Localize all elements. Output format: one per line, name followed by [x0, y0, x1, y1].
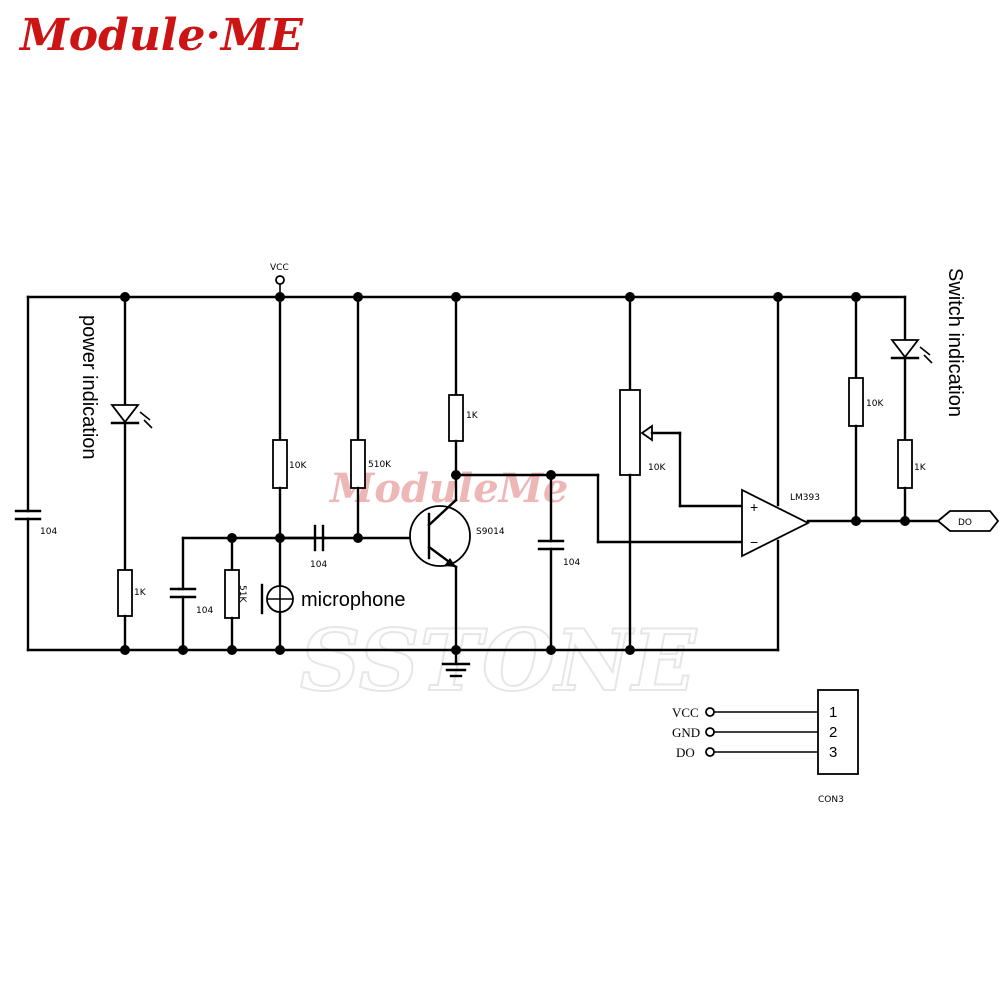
switch-led-branch — [890, 295, 933, 523]
comparator-plus: + — [750, 499, 758, 515]
collector-net — [454, 473, 750, 544]
resistor-510k — [350, 295, 366, 540]
power-indication-label: power indication — [78, 315, 100, 460]
capacitor-collector — [537, 473, 565, 652]
resistor-10k-output — [848, 295, 864, 523]
junction-dots — [120, 292, 910, 655]
watermark-sstone: SSTONE — [300, 611, 697, 710]
connector-pin-label: GND — [672, 725, 700, 740]
power-led-resistor-label: 1K — [134, 588, 147, 598]
transistor-s9014 — [409, 473, 471, 652]
capacitor-left-label: 104 — [40, 527, 57, 537]
connector-pin-number: 3 — [829, 744, 837, 761]
capacitor-coupling — [278, 524, 426, 552]
resistor-10k-output-label: 10K — [866, 399, 884, 409]
watermark-moduleme: ModuleMe — [328, 465, 568, 512]
resistor-51k — [224, 536, 240, 652]
capacitor-mid — [169, 587, 197, 652]
microphone-symbol — [260, 583, 294, 652]
comparator-minus: − — [750, 534, 758, 550]
capacitor-mid-label: 104 — [196, 606, 213, 616]
connector-pin-label: DO — [676, 745, 695, 760]
microphone-label: microphone — [301, 589, 406, 611]
brand-logo: Module·ME — [18, 10, 305, 61]
capacitor-collector-label: 104 — [563, 558, 580, 568]
mic-bias-wiring — [177, 536, 327, 591]
vcc-label: VCC — [270, 263, 289, 273]
power-led-branch — [110, 295, 153, 652]
do-port-label: DO — [958, 518, 972, 528]
transistor-label: S9014 — [476, 527, 505, 537]
comparator-label: LM393 — [790, 493, 820, 503]
comparator-lm393 — [741, 295, 940, 652]
connector-con3 — [705, 689, 859, 775]
capacitor-coupling-label: 104 — [310, 560, 327, 570]
resistor-1k-collector — [448, 295, 464, 477]
switch-indication-label: Switch indication — [944, 268, 966, 417]
resistor-10k-bias-label: 10K — [289, 461, 307, 471]
switch-led-resistor-label: 1K — [914, 463, 927, 473]
potentiometer-label: 10K — [648, 463, 666, 473]
resistor-51k-label: 51K — [237, 585, 247, 603]
resistor-510k-label: 510K — [368, 460, 392, 470]
connector-name: CON3 — [818, 795, 844, 805]
potentiometer-10k — [619, 295, 750, 652]
connector-pin-label: VCC — [672, 705, 699, 720]
do-output-port — [936, 510, 1000, 532]
capacitor-left — [14, 295, 42, 652]
connector-pin-number: 1 — [829, 704, 837, 721]
connector-pin-number: 2 — [829, 724, 837, 741]
resistor-1k-collector-label: 1K — [466, 411, 479, 421]
